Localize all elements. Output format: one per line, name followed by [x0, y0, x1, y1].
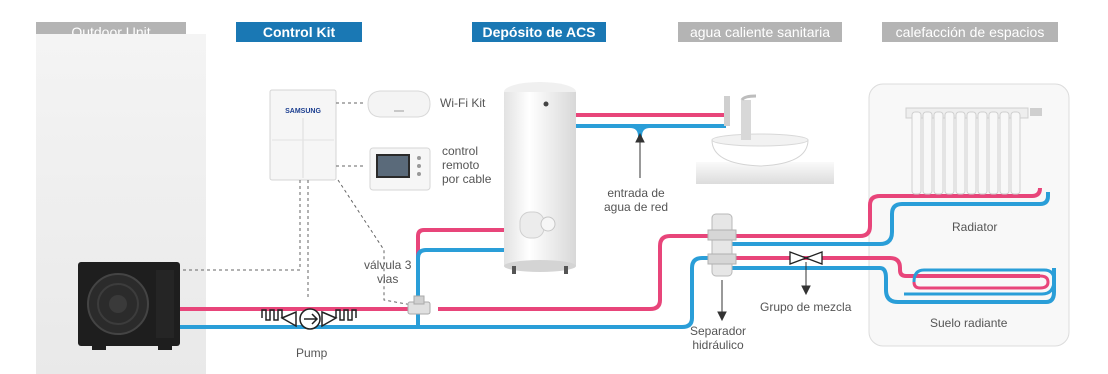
underfloor-label: Suelo radiante	[930, 316, 1008, 330]
hydraulic-separator-label: Separador hidráulico	[690, 324, 747, 352]
pipe-hot-underfloor	[732, 256, 1040, 278]
pump-icon	[261, 308, 357, 330]
radiator	[905, 107, 1042, 195]
pipes	[180, 113, 1056, 329]
mixing-valve-icon	[789, 251, 823, 265]
header-control-kit: Control Kit	[236, 22, 362, 42]
mixing-group-label: Grupo de mezcla	[760, 300, 852, 314]
wifi-kit	[367, 90, 431, 118]
sink	[696, 94, 834, 184]
pipe-hot-radiator	[732, 187, 1042, 238]
underfloor-coil	[904, 268, 1056, 296]
wired-remote	[369, 147, 431, 191]
dhw-tank	[504, 82, 576, 274]
pipe-hot-main	[180, 228, 504, 311]
heat-pump	[78, 262, 180, 350]
control-lines	[180, 102, 413, 306]
pipe-hot-main-right	[438, 234, 718, 311]
brand-logo: SAMSUNG	[285, 108, 321, 115]
control-kit: SAMSUNG	[269, 89, 337, 181]
radiator-label: Radiator	[952, 220, 998, 234]
pipe-cold-underfloor	[732, 266, 1056, 304]
header-dhw: agua caliente sanitaria	[678, 22, 842, 42]
pipe-cold-radiator	[732, 192, 1050, 246]
header-tank: Depósito de ACS	[472, 22, 606, 42]
mains-water-label: entrada de agua de red	[604, 186, 669, 214]
pipe-cold-tank	[416, 248, 504, 327]
pipe-cold-main	[180, 256, 718, 329]
three-way-valve-icon	[407, 295, 431, 315]
pump-label: Pump	[296, 346, 328, 360]
three-way-valve-label: válvula 3 vias	[364, 258, 412, 286]
hydraulic-separator	[707, 213, 737, 277]
wifi-kit-label: Wi-Fi Kit	[440, 96, 486, 110]
annotation-arrows	[635, 132, 811, 322]
header-space-heating: calefacción de espacios	[882, 22, 1058, 42]
wired-remote-label: control remoto por cable	[442, 144, 492, 186]
